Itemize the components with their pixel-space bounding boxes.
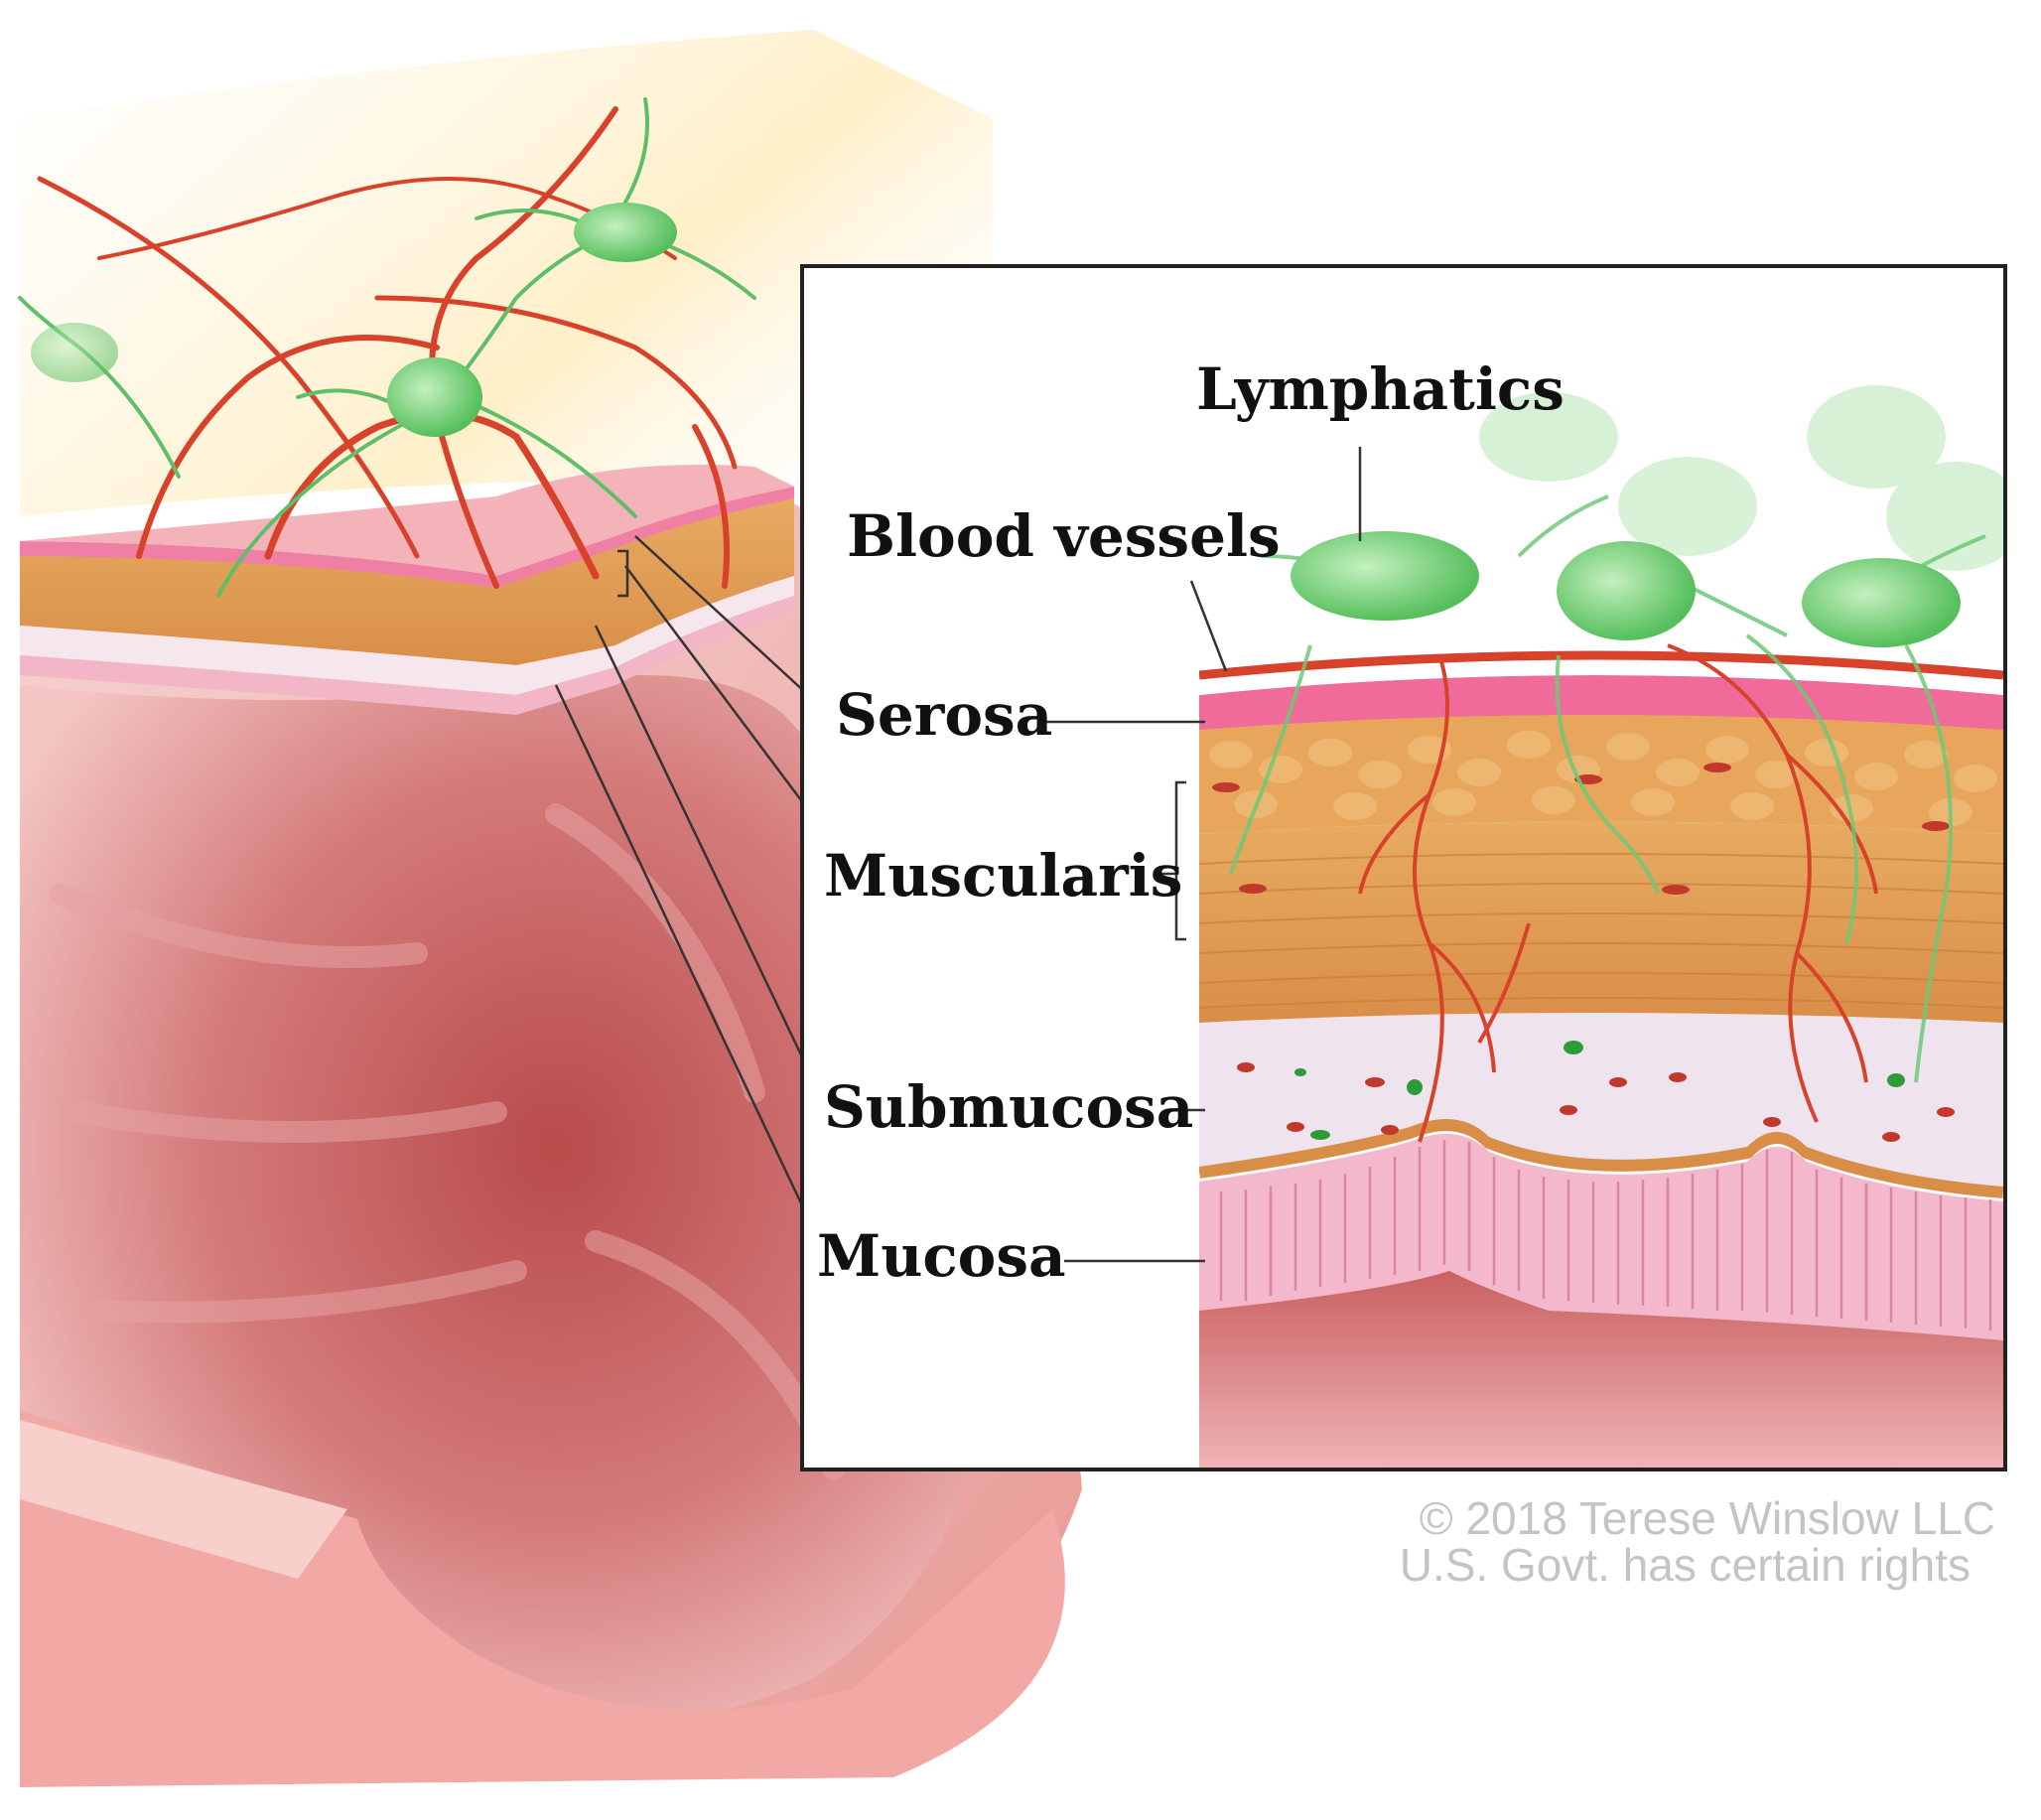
inset-panel: Lymphatics Blood vessels Serosa Muscular…	[800, 264, 2007, 1471]
inset-submucosa	[1199, 1013, 2003, 1187]
muscularis-mucosae	[1199, 1117, 2003, 1198]
submucosa-cells	[1237, 1041, 1955, 1142]
wall-submucosa-layer	[20, 576, 794, 695]
label-blood-vessels: Blood vessels	[847, 502, 1281, 570]
lymph-node-icon	[1291, 531, 1479, 621]
faded-lymph-nodes	[1479, 385, 2003, 571]
label-lymphatics: Lymphatics	[1196, 355, 1565, 423]
villi-lines	[1219, 1140, 1992, 1330]
lymph-node-icon	[387, 357, 482, 437]
label-muscularis: Muscularis	[824, 842, 1182, 910]
intestine-lumen	[20, 675, 995, 1726]
lymph-node-icon	[1802, 558, 1961, 647]
wall-muscle-layer	[20, 496, 794, 665]
wall-mucosa-layer	[20, 596, 794, 715]
leader-lines	[554, 535, 821, 1242]
inset-mucosa	[1199, 1134, 2003, 1340]
lymph-node-icon	[1557, 541, 1696, 640]
inset-cross-section	[1199, 385, 2003, 1468]
inset-longitudinal-muscle	[1199, 821, 2003, 1023]
inset-blood-vessels	[1358, 643, 1878, 1143]
label-submucosa: Submucosa	[824, 1073, 1193, 1141]
inset-pointer-lines	[1038, 447, 1362, 1263]
label-mucosa: Mucosa	[817, 1222, 1066, 1290]
wall-serosa-layer	[20, 487, 794, 588]
lymph-node-icon	[31, 323, 118, 382]
label-serosa: Serosa	[836, 681, 1052, 749]
copyright-line-2: U.S. Govt. has certain rights	[1400, 1539, 1971, 1591]
lymph-node-icon	[574, 203, 677, 262]
copyright-line-1: © 2018 Terese Winslow LLC	[1420, 1492, 1995, 1544]
